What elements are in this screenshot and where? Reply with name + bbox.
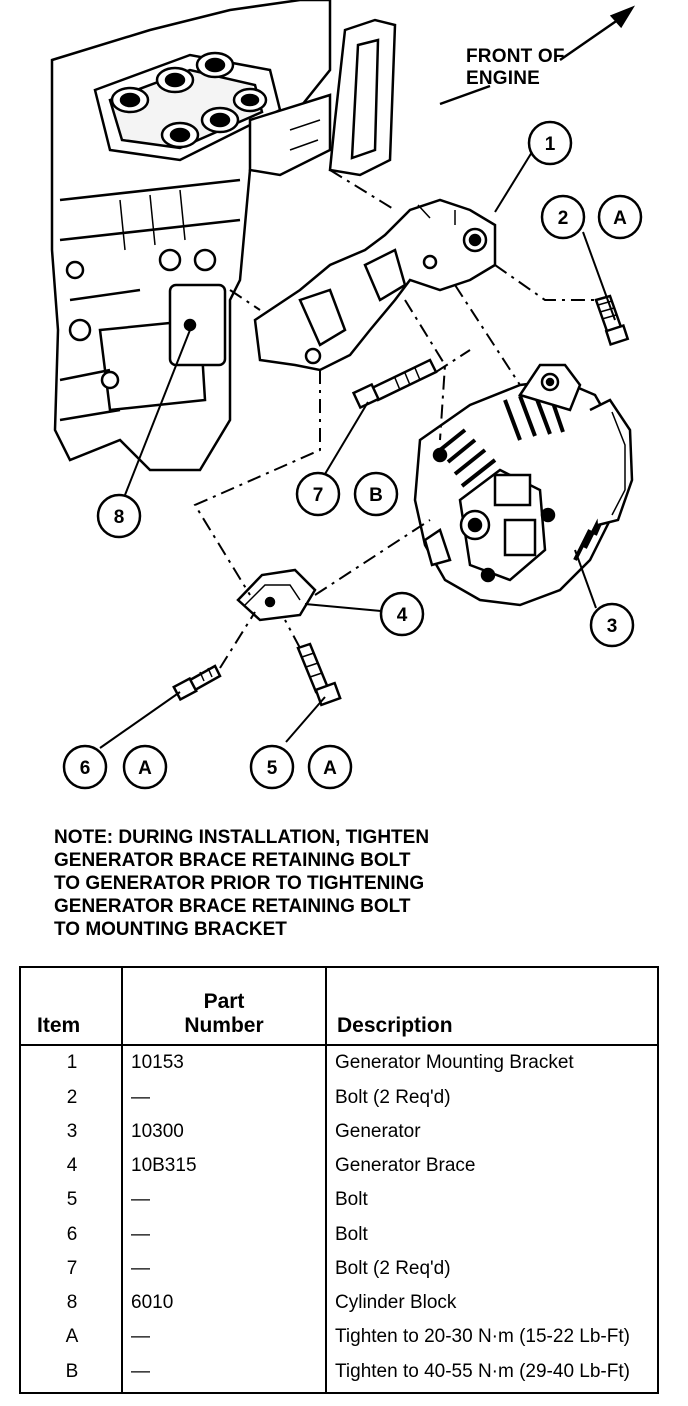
callout-1: 1 — [527, 120, 573, 166]
table-row: B — Tighten to 40-55 N·m (29-40 Lb-Ft) — [20, 1357, 658, 1393]
callout-5-a-label: A — [323, 758, 337, 779]
table-row: 8 6010 Cylinder Block — [20, 1289, 658, 1324]
row-part-number: — — [122, 1323, 327, 1358]
row-item: 4 — [20, 1152, 123, 1187]
installation-note: NOTE: DURING INSTALLATION, TIGHTEN GENER… — [54, 826, 654, 941]
row-item: B — [20, 1357, 123, 1393]
row-part-number: — — [122, 1083, 327, 1118]
row-description: Bolt — [335, 1189, 368, 1211]
callout-6: 6 — [62, 744, 108, 790]
bolt-item-7-drawing — [351, 358, 438, 410]
header-part-line-2: Number — [184, 1014, 264, 1037]
table-row: 5 — Bolt — [20, 1186, 658, 1221]
generator-drawing — [413, 363, 634, 607]
table-row: 6 — Bolt — [20, 1220, 658, 1255]
front-of-engine-arrow — [439, 5, 636, 106]
callout-4: 4 — [379, 591, 425, 637]
callout-6-label: 6 — [80, 758, 91, 779]
table-row: 7 — Bolt (2 Req'd) — [20, 1254, 658, 1290]
row-item: 2 — [20, 1083, 123, 1118]
row-description: Bolt (2 Req'd) — [335, 1086, 451, 1108]
row-part-number: 10153 — [122, 1045, 327, 1084]
note-line-4: GENERATOR BRACE RETAINING BOLT — [54, 896, 411, 917]
note-line-5: TO MOUNTING BRACKET — [54, 919, 287, 940]
row-item: 5 — [20, 1186, 123, 1221]
callout-4-label: 4 — [397, 605, 408, 626]
callout-6-a: A — [122, 744, 168, 790]
bolt-item-2-drawing — [594, 294, 630, 347]
note-line-2: GENERATOR BRACE RETAINING BOLT — [54, 850, 411, 871]
callout-2-a: A — [597, 194, 643, 240]
front-of-engine-label: FRONT OF ENGINE — [466, 46, 565, 90]
row-item: 8 — [20, 1289, 123, 1324]
bolt-item-6-drawing — [172, 664, 222, 702]
parts-table-header: Item Part Number Description — [20, 967, 658, 1046]
row-description: Bolt (2 Req'd) — [335, 1257, 451, 1279]
row-description: Bolt — [335, 1223, 368, 1245]
callout-8-label: 8 — [114, 507, 125, 528]
row-item: 3 — [20, 1118, 123, 1153]
callout-5: 5 — [249, 744, 295, 790]
note-line-1: NOTE: DURING INSTALLATION, TIGHTEN — [54, 827, 430, 848]
table-row: 1 10153 Generator Mounting Bracket — [20, 1045, 658, 1084]
row-item: 7 — [20, 1254, 123, 1290]
exploded-assembly-diagram: 1 2 A 3 4 5 A 6 A 7 B 8 — [50, 0, 643, 790]
parts-table: Item Part Number Description 1 10153 Gen… — [19, 966, 659, 1394]
callout-7: 7 — [295, 471, 341, 517]
row-description: Generator Brace — [335, 1155, 476, 1177]
callout-7-label: 7 — [313, 485, 324, 506]
callout-3: 3 — [589, 602, 635, 648]
lifting-eye-drawing — [328, 18, 397, 177]
front-label-line-1: FRONT OF — [466, 46, 565, 67]
callout-5-a: A — [307, 744, 353, 790]
callout-7-b-label: B — [369, 485, 383, 506]
callout-3-label: 3 — [607, 616, 618, 637]
table-row: 2 — Bolt (2 Req'd) — [20, 1083, 658, 1118]
row-description: Generator Mounting Bracket — [335, 1052, 574, 1073]
row-part-number: 10B315 — [122, 1152, 327, 1187]
cylinder-block-drawing — [50, 0, 332, 472]
front-label-line-2: ENGINE — [466, 68, 541, 89]
callout-2: 2 — [540, 194, 586, 240]
row-description: Generator — [335, 1121, 421, 1142]
row-description: Tighten to 20-30 N·m (15-22 Lb-Ft) — [335, 1326, 630, 1348]
callout-7-b: B — [353, 471, 399, 517]
header-part-number: Part Number — [122, 967, 327, 1046]
header-description: Description — [326, 967, 658, 1046]
row-item: 6 — [20, 1220, 123, 1255]
row-part-number: 6010 — [122, 1289, 327, 1324]
row-part-number: — — [122, 1186, 327, 1221]
table-row: 4 10B315 Generator Brace — [20, 1152, 658, 1187]
row-item: 1 — [20, 1045, 123, 1084]
callout-1-label: 1 — [545, 134, 556, 155]
generator-mounting-bracket-drawing — [253, 198, 497, 372]
callout-8: 8 — [96, 493, 142, 539]
generator-brace-drawing — [236, 568, 317, 622]
row-part-number: — — [122, 1357, 327, 1393]
bolt-item-5-drawing — [296, 642, 342, 707]
header-part-line-1: Part — [203, 990, 245, 1013]
header-item: Item — [20, 967, 123, 1046]
table-row: A — Tighten to 20-30 N·m (15-22 Lb-Ft) — [20, 1323, 658, 1358]
callout-6-a-label: A — [138, 758, 152, 779]
callout-2-label: 2 — [558, 208, 569, 229]
row-part-number: — — [122, 1254, 327, 1290]
leader-lines — [99, 151, 616, 749]
row-description: Tighten to 40-55 N·m (29-40 Lb-Ft) — [335, 1360, 630, 1382]
row-description: Cylinder Block — [335, 1292, 457, 1314]
row-item: A — [20, 1323, 123, 1358]
row-part-number: — — [122, 1220, 327, 1255]
callout-5-label: 5 — [267, 758, 278, 779]
note-line-3: TO GENERATOR PRIOR TO TIGHTENING — [54, 873, 425, 894]
callout-2-a-label: A — [613, 208, 627, 229]
assembly-centerlines — [193, 169, 600, 669]
row-part-number: 10300 — [122, 1118, 327, 1153]
table-row: 3 10300 Generator — [20, 1118, 658, 1153]
